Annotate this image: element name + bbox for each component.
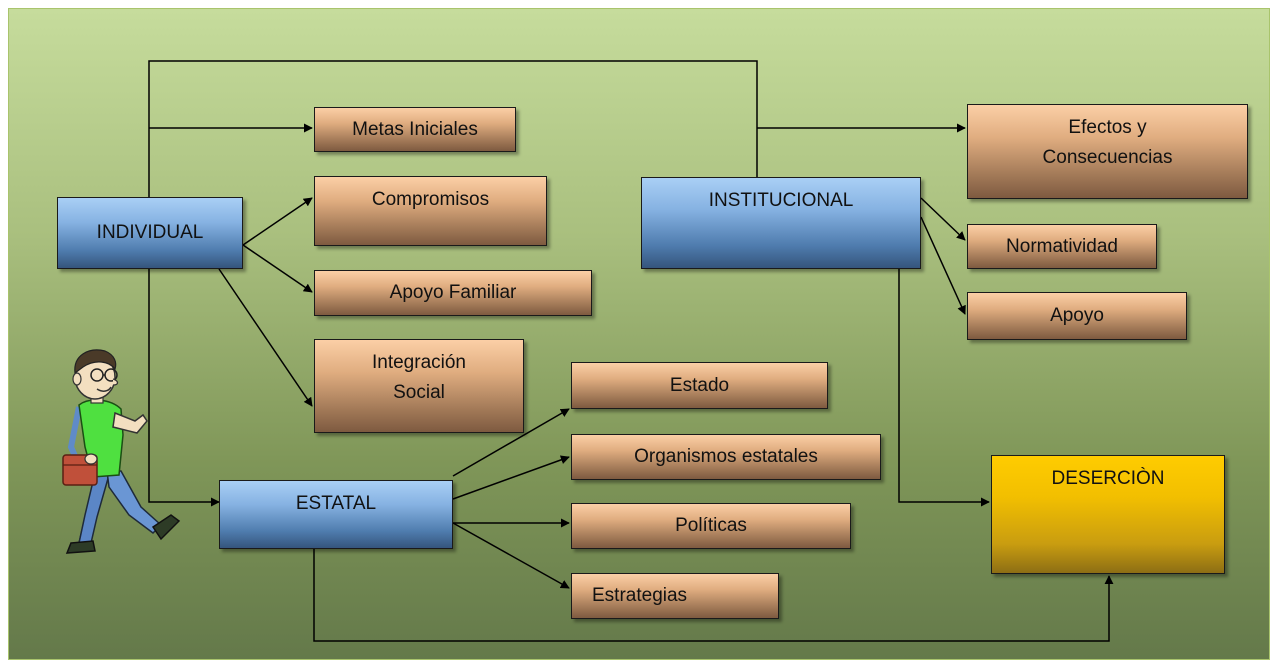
connector-estrategias bbox=[452, 522, 570, 589]
connector-integracion bbox=[218, 268, 313, 407]
node-compromisos: Compromisos bbox=[314, 176, 547, 246]
node-apoyo-familiar: Apoyo Familiar bbox=[314, 270, 592, 316]
connector-estatal-desercion bbox=[313, 549, 1114, 642]
node-integracion-social: Integración Social bbox=[314, 339, 524, 433]
connector-compromisos bbox=[242, 197, 313, 246]
node-politicas: Políticas bbox=[571, 503, 851, 549]
node-efectos-consecuencias: Efectos y Consecuencias bbox=[967, 104, 1248, 199]
node-metas-iniciales: Metas Iniciales bbox=[314, 107, 516, 152]
connector-estado bbox=[452, 408, 570, 477]
connector-normatividad bbox=[920, 197, 966, 241]
node-estado: Estado bbox=[571, 362, 828, 409]
diagram-canvas: INDIVIDUAL INSTITUCIONAL ESTATAL Metas I… bbox=[8, 8, 1270, 660]
connector-apoyo-familiar bbox=[242, 244, 313, 293]
connector-organismos bbox=[452, 455, 570, 500]
connector-apoyo bbox=[920, 216, 966, 315]
node-institucional: INSTITUCIONAL bbox=[641, 177, 921, 269]
connector-individual-institucional bbox=[148, 60, 758, 197]
node-estatal: ESTATAL bbox=[219, 480, 453, 549]
node-organismos-estatales: Organismos estatales bbox=[571, 434, 881, 480]
node-estrategias: Estrategias bbox=[571, 573, 779, 619]
node-normatividad: Normatividad bbox=[967, 224, 1157, 269]
node-individual: INDIVIDUAL bbox=[57, 197, 243, 269]
connector-layer bbox=[148, 60, 1114, 642]
node-apoyo: Apoyo bbox=[967, 292, 1187, 340]
connector-institucional-desercion bbox=[898, 269, 990, 507]
walking-student-icon bbox=[62, 349, 181, 554]
connector-individual-estatal bbox=[148, 269, 220, 507]
node-desercion: DESERCIÒN bbox=[991, 455, 1225, 574]
